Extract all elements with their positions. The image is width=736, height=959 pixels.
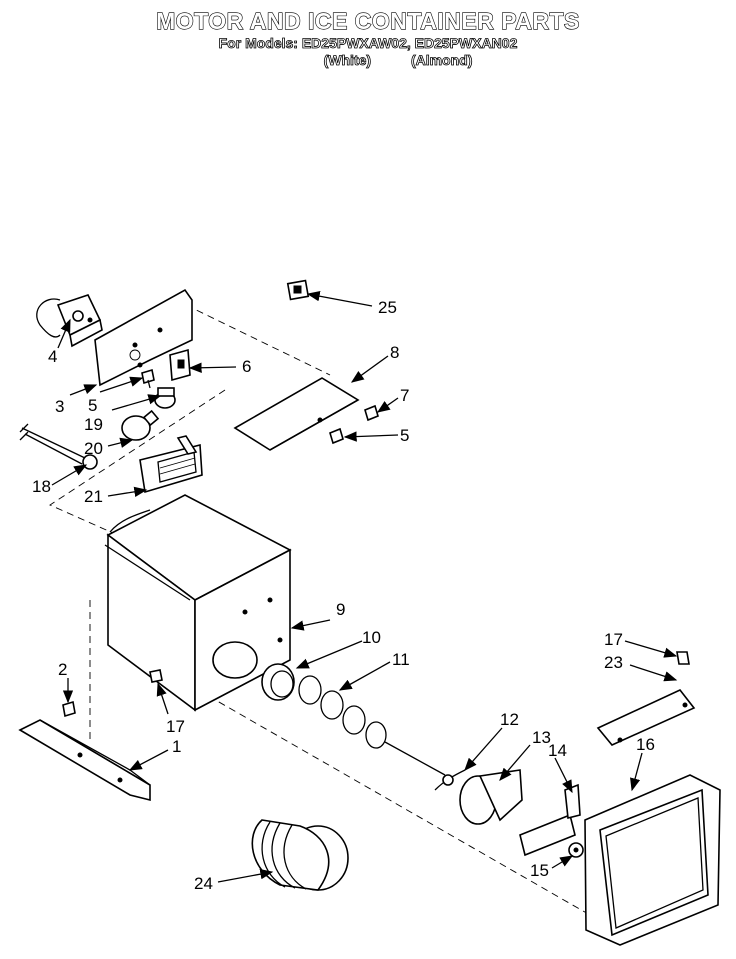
callout-labels: 4 3 5 6 19 20 18 21 25 8 7 5 9 10 11 12 … [32,298,655,893]
callout-5b: 5 [400,426,409,445]
mounting-plate-part [94,288,193,387]
callout-7: 7 [400,386,409,405]
ring-part [261,663,295,701]
callout-17-left: 17 [166,717,185,736]
callout-2: 2 [58,660,67,679]
callout-9: 9 [336,600,345,619]
light-bulb-part [121,409,160,441]
callout-11: 11 [392,650,410,669]
callout-23: 23 [604,653,623,672]
screw-part [676,651,690,665]
rail-part [18,719,151,802]
callout-14: 14 [548,741,567,760]
callout-1: 1 [172,737,181,756]
callout-6: 6 [242,357,251,376]
callout-17-right: 17 [604,630,623,649]
screw-part [329,404,379,445]
cover-plate-part [233,377,360,451]
nut-part [568,842,584,858]
leader-lines [51,291,678,883]
callout-12: 12 [500,710,519,729]
callout-10: 10 [362,628,381,647]
duct-part [251,819,349,891]
callout-21: 21 [84,487,103,506]
callout-16: 16 [636,735,655,754]
front-housing-part [584,774,721,946]
color-almond-label: (Almond) [410,52,473,69]
clip-part [434,769,466,791]
callout-15: 15 [530,861,549,880]
callout-3: 3 [55,397,64,416]
deflector-part [596,689,696,746]
screw-part [62,700,76,718]
auger-spring-part [298,675,446,776]
callout-13: 13 [532,728,551,747]
bracket-part [169,348,191,382]
screw-part [149,669,163,683]
coupler-part [459,769,523,825]
screw-part [141,368,155,389]
color-white-label: (White) [323,52,372,69]
callout-19: 19 [84,415,103,434]
callout-5: 5 [88,396,97,415]
callout-24: 24 [194,874,213,893]
switch-part [286,279,310,301]
callout-8: 8 [390,343,399,362]
wire-harness-part [19,423,98,470]
callout-20: 20 [84,439,103,458]
vent-cover-part [139,435,203,494]
callout-18: 18 [32,477,51,496]
color-variants: (White) (Almond) [0,52,736,69]
diagram-title: MOTOR AND ICE CONTAINER PARTS [155,7,580,34]
callout-25: 25 [378,298,397,317]
light-socket-part [154,387,176,409]
callout-4: 4 [48,347,57,366]
model-numbers: For Models: ED25PWXAW02, ED25PWXAN02 [218,35,518,52]
drive-bracket-part [519,783,581,857]
